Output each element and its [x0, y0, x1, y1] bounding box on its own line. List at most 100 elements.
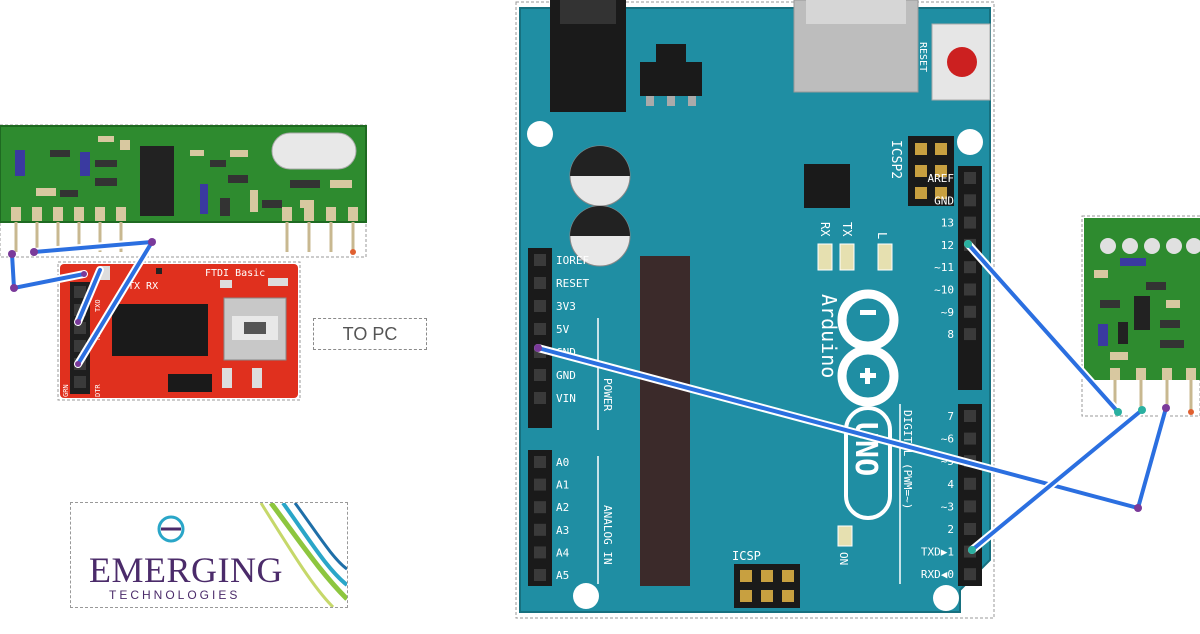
- digital-header-lower: [958, 404, 982, 586]
- tx-led-label: TX: [840, 222, 854, 237]
- analog-section-label: ANALOG IN: [601, 505, 614, 565]
- logo-swoosh-graphic: [157, 503, 347, 607]
- ftdi-tx-rx-label: TX RX: [128, 281, 158, 292]
- pin-label: 5V: [556, 323, 570, 336]
- pin-label: RESET: [556, 277, 589, 290]
- mounting-hole: [957, 129, 983, 155]
- pin-label: A3: [556, 524, 569, 537]
- arduino-uno-board: RESET ICSP2 TX: [515, 0, 995, 619]
- pin-socket: [964, 261, 976, 274]
- pin-label: A4: [556, 546, 570, 559]
- l-led-label: L: [875, 232, 889, 239]
- pin-label: A2: [556, 501, 569, 514]
- voltage-regulator: [640, 62, 702, 96]
- ftdi-pin-grn: GRN: [62, 384, 70, 397]
- pin-label: IOREF: [556, 254, 589, 267]
- pin-label: VIN: [556, 392, 576, 405]
- pin-label: 4: [947, 478, 954, 491]
- logo-name: EMERGING: [89, 550, 283, 590]
- pin-label: 3V3: [556, 300, 576, 313]
- led-indicators: TX RX L: [817, 222, 893, 271]
- wire-rx-ftdi-3: [74, 266, 104, 326]
- pin-label: ~3: [941, 500, 954, 513]
- digital-section-label: DIGITAL (PWM=~): [901, 410, 914, 509]
- pin-label: 2: [947, 523, 954, 536]
- icsp2-label: ICSP2: [888, 140, 903, 179]
- pin-socket: [964, 410, 976, 422]
- pin-socket: [534, 501, 546, 514]
- reset-label: RESET: [917, 42, 928, 72]
- pin-socket: [534, 478, 546, 491]
- analog-header: [528, 450, 552, 586]
- arduino-pcb: [519, 7, 991, 613]
- pin-socket: [534, 369, 546, 381]
- pin-label: A0: [556, 456, 569, 469]
- rx-led-label: RX: [818, 222, 832, 237]
- ftdi-chip: [112, 304, 208, 356]
- pin-label: 7: [947, 410, 954, 423]
- pin-socket: [534, 323, 546, 335]
- pin-socket: [534, 277, 546, 289]
- wire-tx1-to-transmitter: [968, 406, 1146, 554]
- ftdi-pin-dtr: DTR: [94, 384, 102, 397]
- rf-receiver-module: [0, 124, 367, 258]
- pin-socket: [964, 305, 976, 318]
- pin-socket: [964, 216, 976, 229]
- pin-label: ~9: [941, 306, 954, 319]
- on-led: [837, 525, 853, 547]
- wire-gnd-to-transmitter: [964, 240, 1122, 416]
- rf-ic-chip: [140, 146, 174, 216]
- capacitor: [569, 145, 631, 207]
- pin-label: TXD▶1: [921, 546, 954, 559]
- rf-transmitter-module: [1081, 215, 1200, 417]
- pin-socket: [964, 432, 976, 445]
- ftdi-pin-txo: TXO: [94, 299, 102, 312]
- pin-label: 8: [947, 328, 954, 341]
- power-section-label: POWER: [601, 378, 614, 411]
- on-label: ON: [837, 552, 850, 565]
- pin-label: AREF: [928, 172, 955, 185]
- pin-socket: [534, 456, 546, 468]
- pin-label: GND: [556, 369, 576, 382]
- crystal-oscillator: [271, 132, 357, 170]
- pin-socket: [964, 328, 976, 341]
- pin-socket: [964, 172, 976, 184]
- mounting-hole: [573, 583, 599, 609]
- pin-socket: [534, 300, 546, 312]
- capacitor: [569, 205, 631, 267]
- emerging-technologies-logo: EMERGING TECHNOLOGIES: [70, 502, 348, 608]
- pin-label: ~10: [934, 284, 954, 297]
- arduino-logo: Arduino: [817, 289, 899, 407]
- pin-socket: [964, 283, 976, 296]
- pin-label: A5: [556, 569, 569, 582]
- ftdi-title: FTDI Basic: [205, 268, 265, 279]
- pin-label: A1: [556, 479, 569, 492]
- pin-label: GND: [934, 194, 954, 207]
- pin-socket: [964, 568, 976, 581]
- pin-socket: [964, 500, 976, 513]
- pin-socket: [534, 254, 546, 266]
- digital-upper-pin-labels: AREF GND 13 12 ~11 ~10 ~9 8: [928, 172, 976, 341]
- pin-label: ~11: [934, 261, 954, 274]
- pin-label: RXD◀0: [921, 568, 954, 581]
- pin-socket: [534, 546, 546, 559]
- atmega-chip: [640, 256, 690, 586]
- mounting-hole: [933, 585, 959, 611]
- pin-socket: [964, 477, 976, 490]
- mounting-hole: [527, 121, 553, 147]
- arduino-brand: Arduino: [817, 294, 841, 378]
- pin-socket: [534, 523, 546, 536]
- pin-label: 13: [941, 217, 954, 230]
- pin-socket: [964, 194, 976, 207]
- pin-label: ~6: [941, 433, 954, 446]
- logo-subtitle: TECHNOLOGIES: [109, 588, 241, 602]
- pin-socket: [534, 569, 546, 581]
- to-pc-note: TO PC: [313, 318, 427, 350]
- wires: [8, 237, 1170, 554]
- usb-chip: [804, 164, 850, 208]
- pin-label: 12: [941, 239, 954, 252]
